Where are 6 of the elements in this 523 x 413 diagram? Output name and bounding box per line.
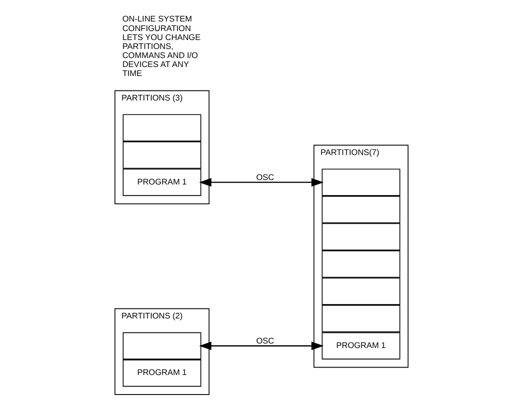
edge-label: OSC [256, 172, 274, 182]
node-label: PARTITIONS(7) [320, 148, 380, 158]
label: ON-LINE SYSTEM CONFIGURATION LETS YOU CHANGE PARTITIONS, COMMANS AND I/O DEVICES AT ANY TIME [122, 14, 201, 78]
node-label: PARTITIONS (3) [122, 94, 183, 103]
node-label: PARTITIONS (2) [122, 312, 183, 321]
edge-label: OSC [256, 336, 274, 346]
